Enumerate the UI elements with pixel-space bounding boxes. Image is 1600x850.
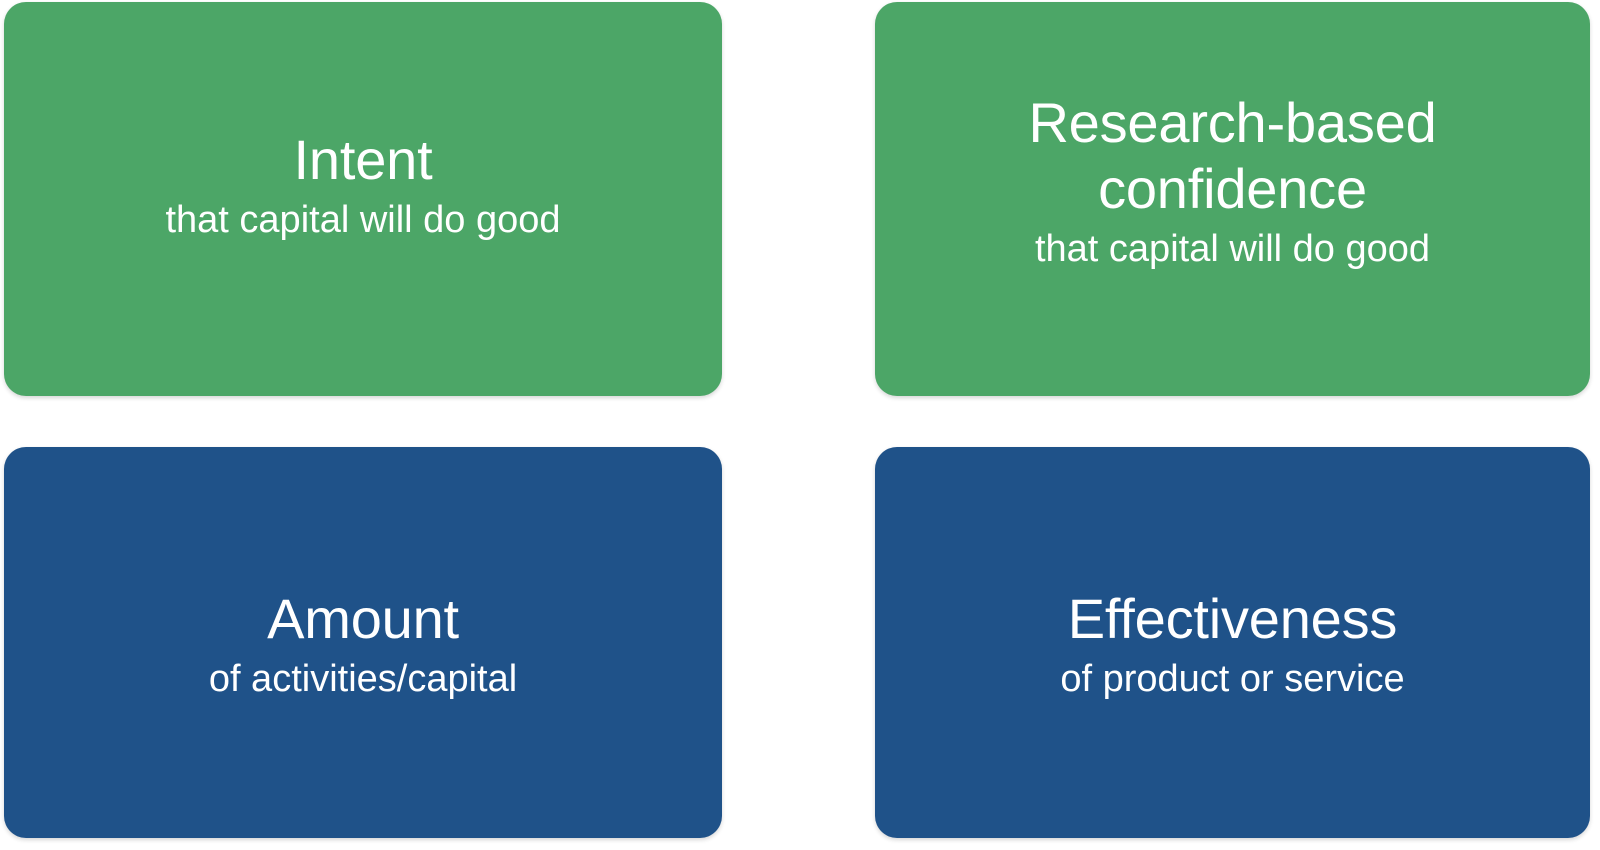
card-research-based-confidence-body: Research-based confidence that capital w… (901, 90, 1564, 273)
card-amount-title: Amount (267, 587, 459, 651)
card-amount-subtitle: of activities/capital (208, 658, 518, 701)
card-effectiveness-subtitle: of product or service (1060, 658, 1405, 701)
card-research-based-confidence-title: Research-based confidence (1028, 90, 1437, 220)
card-research-based-confidence-subtitle: that capital will do good (1034, 227, 1431, 270)
card-intent[interactable]: Intent that capital will do good (4, 2, 722, 396)
card-effectiveness[interactable]: Effectiveness of product or service (875, 447, 1590, 838)
card-effectiveness-title: Effectiveness (1067, 587, 1398, 651)
card-amount[interactable]: Amount of activities/capital (4, 447, 722, 838)
card-intent-subtitle: that capital will do good (165, 198, 561, 241)
card-research-based-confidence[interactable]: Research-based confidence that capital w… (875, 2, 1590, 396)
card-intent-title: Intent (293, 127, 433, 191)
card-intent-body: Intent that capital will do good (30, 127, 696, 243)
card-effectiveness-body: Effectiveness of product or service (901, 586, 1564, 702)
card-amount-body: Amount of activities/capital (30, 586, 696, 702)
